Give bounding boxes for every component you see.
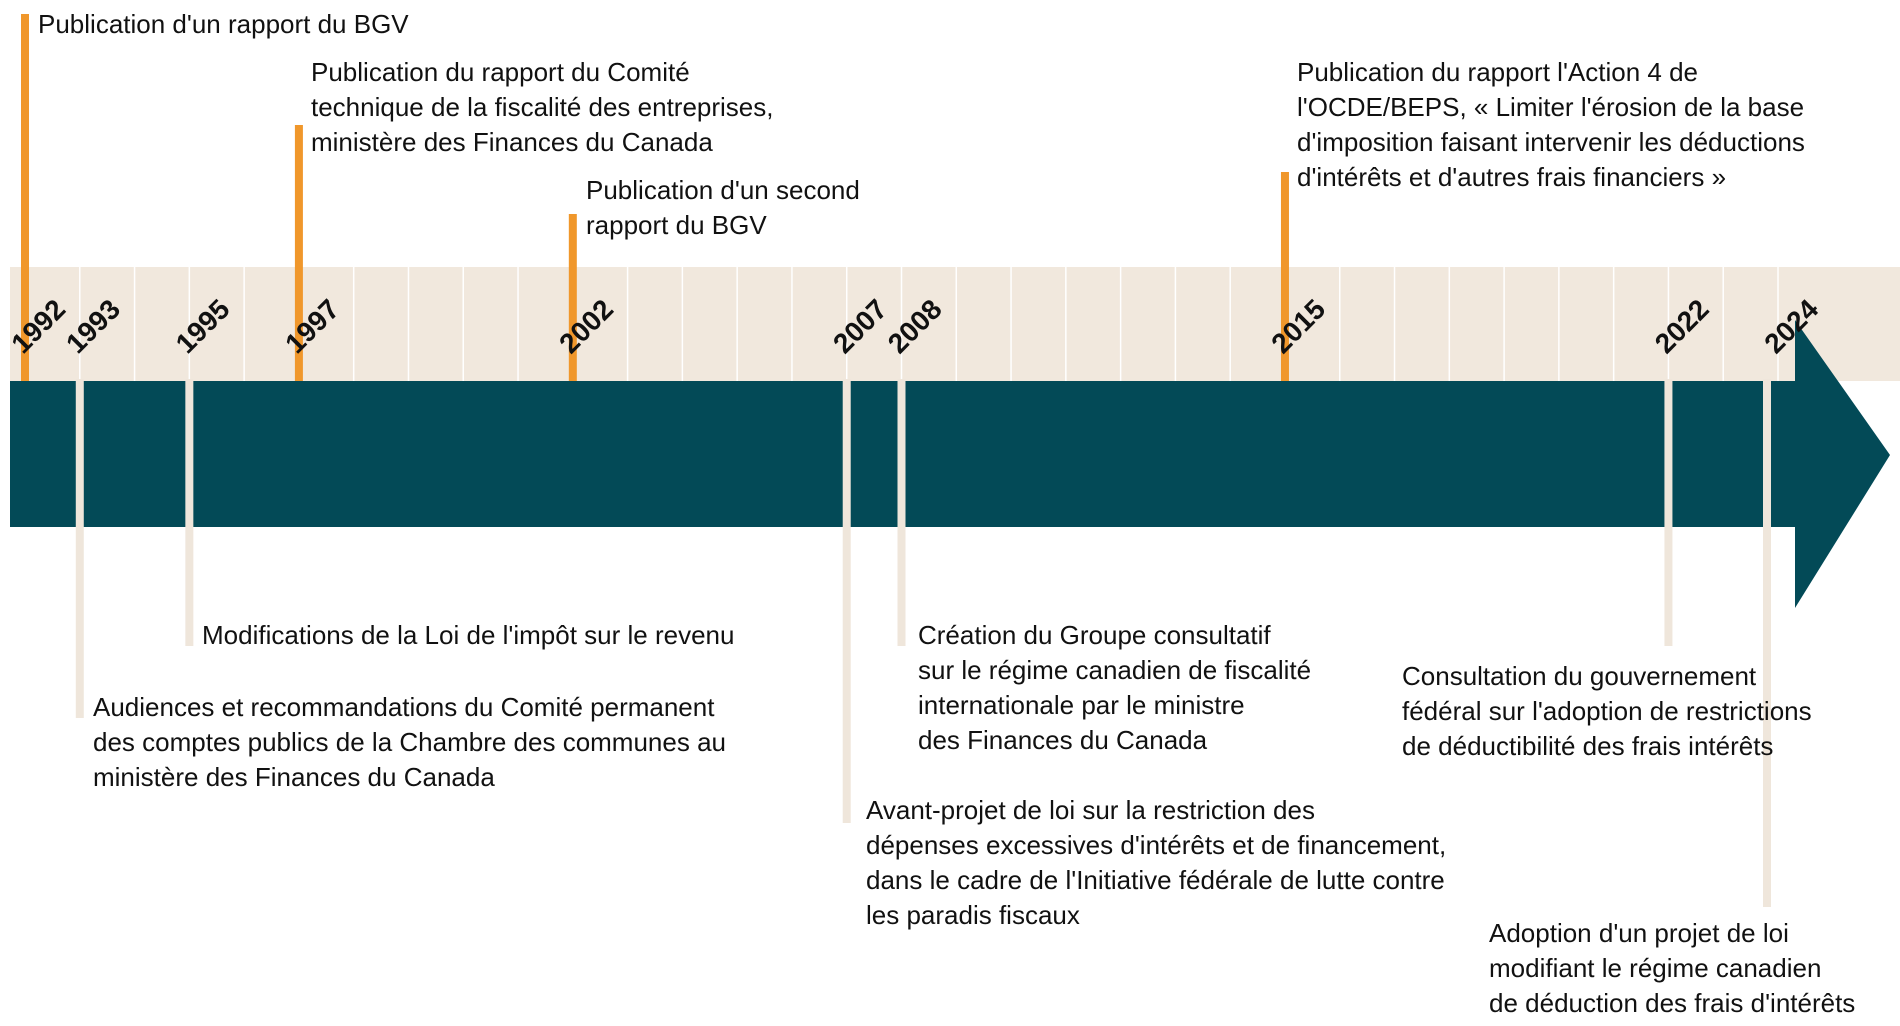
event-markers — [21, 14, 1771, 907]
event-text-line: de déduction des frais d'intérêts — [1489, 988, 1856, 1018]
event-text-line: rapport du BGV — [586, 210, 767, 240]
event-text-line: Publication d'un second — [586, 175, 860, 205]
event-text-line: dans le cadre de l'Initiative fédérale d… — [866, 865, 1445, 895]
event-text-line: des Finances du Canada — [918, 725, 1208, 755]
event-text-line: Avant-projet de loi sur la restriction d… — [866, 795, 1315, 825]
event-marker-above — [568, 214, 577, 381]
event-marker-below — [1763, 379, 1771, 907]
year-band — [10, 267, 1900, 381]
event-text-line: dépenses excessives d'intérêts et de fin… — [866, 830, 1447, 860]
event-below-2007: Avant-projet de loi sur la restriction d… — [866, 793, 1446, 933]
event-below-2024: Adoption d'un projet de loi modifiant le … — [1489, 916, 1855, 1021]
event-text-line: Consultation du gouvernement — [1402, 661, 1757, 691]
event-text-line: d'intérêts et d'autres frais financiers … — [1297, 162, 1727, 192]
event-text-line: Publication du rapport du Comité — [311, 57, 690, 87]
event-text-line: fédéral sur l'adoption de restrictions — [1402, 696, 1812, 726]
event-marker-below — [897, 379, 906, 646]
event-marker-above — [1280, 172, 1289, 381]
event-text-line: ministère des Finances du Canada — [311, 127, 713, 157]
event-below-2022: Consultation du gouvernement fédéral sur … — [1402, 659, 1812, 764]
event-text-line: internationale par le ministre — [918, 690, 1245, 720]
event-text-line: technique de la fiscalité des entreprise… — [311, 92, 774, 122]
event-above-1997: Publication du rapport du Comité techniqu… — [311, 55, 774, 160]
event-text-line: ministère des Finances du Canada — [93, 762, 495, 792]
event-text-line: Modifications de la Loi de l'impôt sur l… — [202, 620, 735, 650]
event-text-line: Audiences et recommandations du Comité p… — [93, 692, 715, 722]
event-above-2002: Publication d'un second rapport du BGV — [586, 173, 860, 243]
event-text-line: l'OCDE/BEPS, « Limiter l'érosion de la b… — [1297, 92, 1805, 122]
event-below-1995: Modifications de la Loi de l'impôt sur l… — [202, 618, 734, 653]
event-text-line: des comptes publics de la Chambre des co… — [93, 727, 726, 757]
event-marker-below — [1664, 379, 1673, 646]
event-text-line: modifiant le régime canadien — [1489, 953, 1822, 983]
event-text-line: sur le régime canadien de fiscalité — [918, 655, 1312, 685]
event-below-1993: Audiences et recommandations du Comité p… — [93, 690, 726, 795]
event-marker-below — [75, 379, 84, 718]
event-marker-above — [21, 14, 29, 381]
event-text-line: d'imposition faisant intervenir les dédu… — [1297, 127, 1805, 157]
event-below-2008: Création du Groupe consultatif sur le rég… — [918, 618, 1311, 758]
event-text-line: Adoption d'un projet de loi — [1489, 918, 1789, 948]
event-marker-below — [185, 379, 194, 646]
event-above-2015: Publication du rapport l'Action 4 de l'OC… — [1297, 55, 1805, 195]
event-marker-above — [294, 125, 303, 381]
event-text-line: Publication d'un rapport du BGV — [38, 9, 409, 39]
event-above-1992: Publication d'un rapport du BGV — [38, 7, 409, 42]
event-text-line: Publication du rapport l'Action 4 de — [1297, 57, 1698, 87]
timeline-arrow — [10, 320, 1890, 608]
event-text-line: de déductibilité des frais intérêts — [1402, 731, 1774, 761]
event-marker-below — [842, 379, 851, 823]
event-text-line: Création du Groupe consultatif — [918, 620, 1271, 650]
event-text-line: les paradis fiscaux — [866, 900, 1080, 930]
